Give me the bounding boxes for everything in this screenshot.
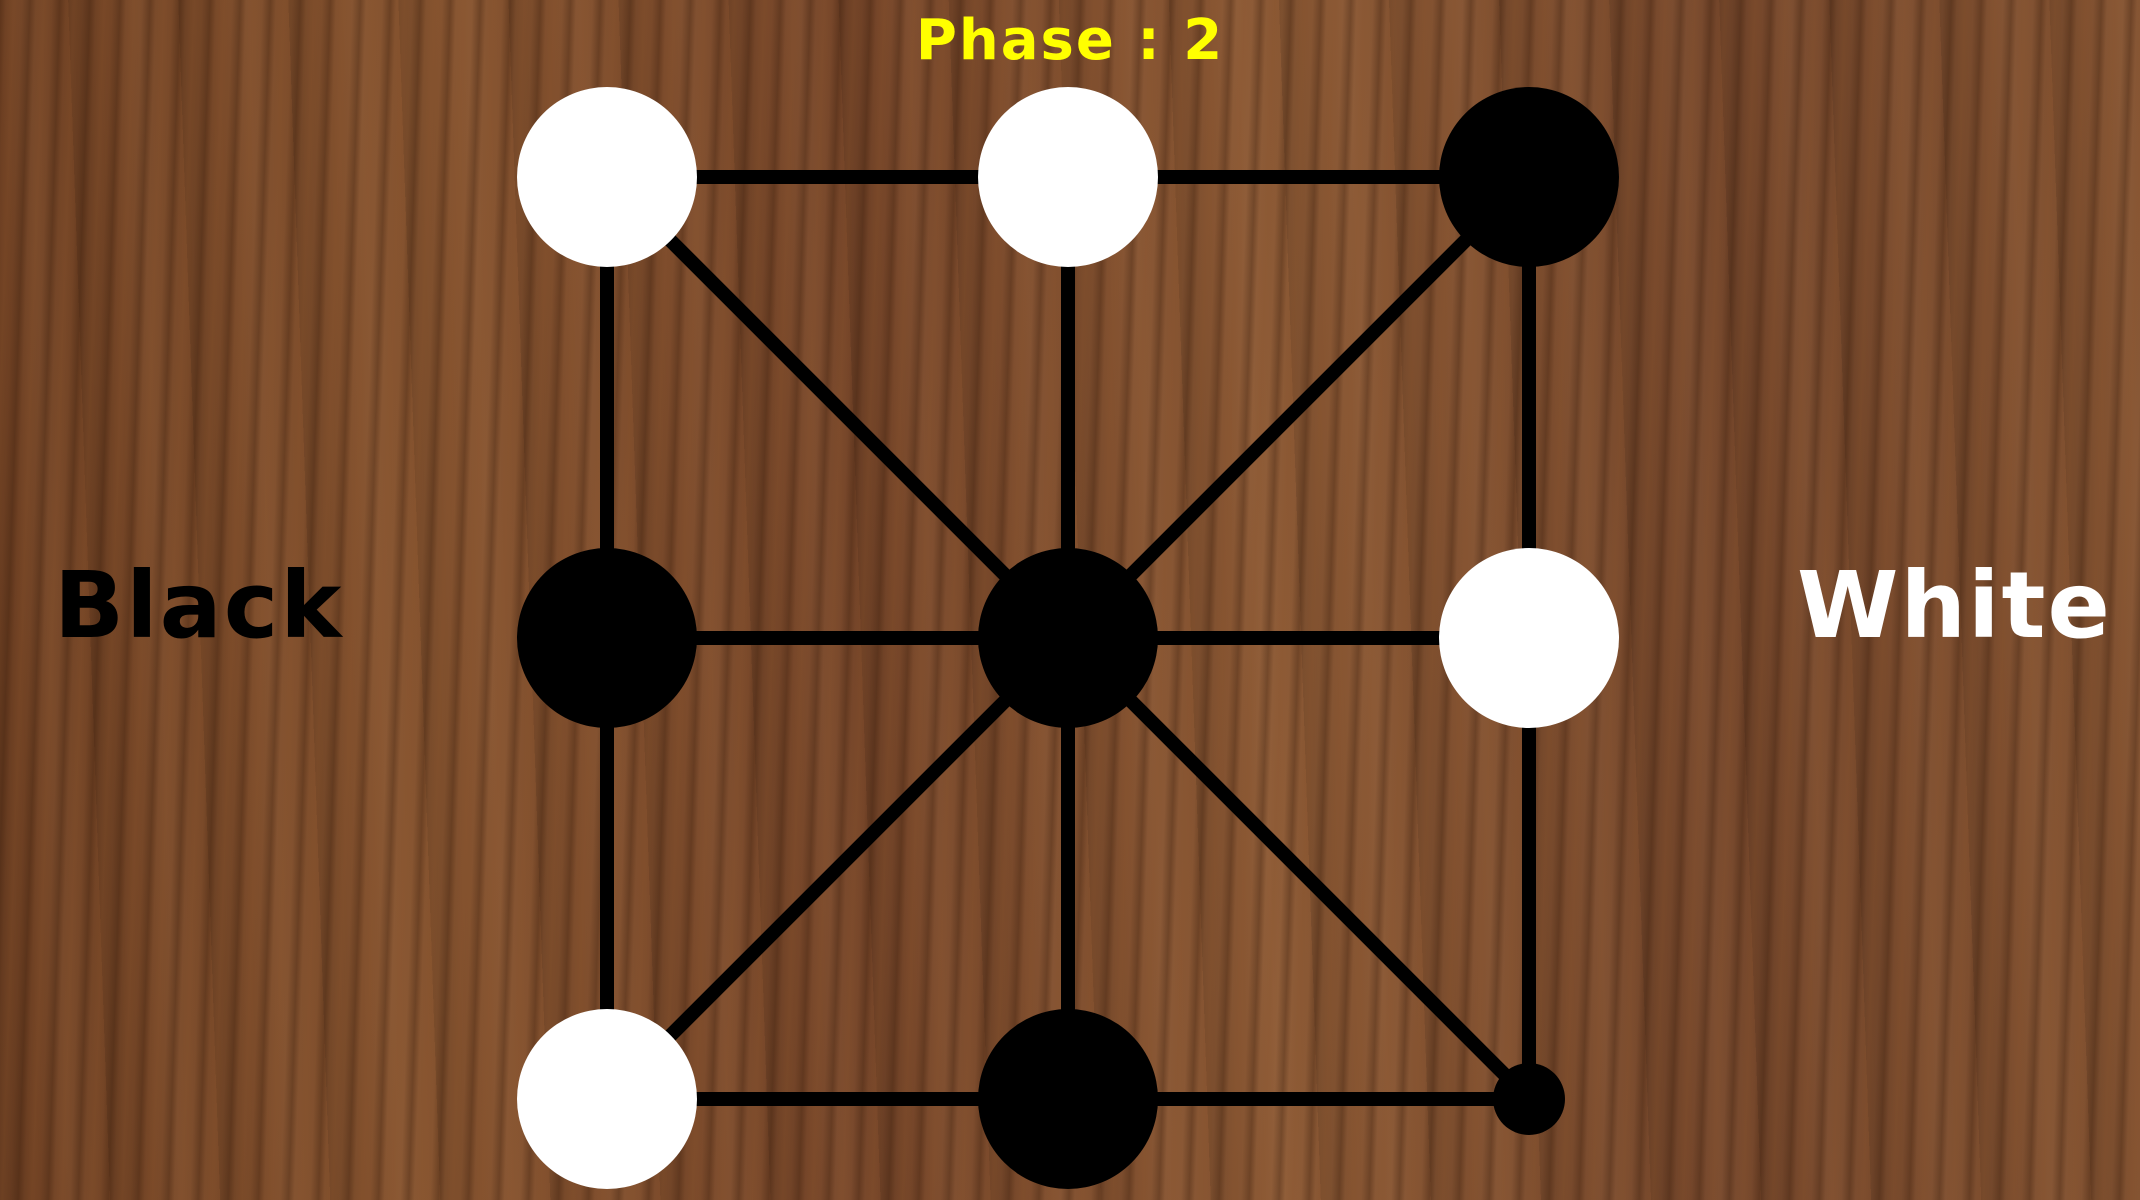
white-piece-r0c0[interactable]: [517, 87, 697, 267]
black-piece-r1c1[interactable]: [978, 548, 1158, 728]
phase-indicator: Phase : 2: [915, 8, 1225, 73]
black-piece-r1c0[interactable]: [517, 548, 697, 728]
white-piece-r1c2[interactable]: [1439, 548, 1619, 728]
white-piece-r0c1[interactable]: [978, 87, 1158, 267]
board-point-empty-r2c2[interactable]: [1493, 1063, 1565, 1135]
white-piece-r2c0[interactable]: [517, 1009, 697, 1189]
board-points: [517, 87, 1619, 1189]
black-piece-r0c2[interactable]: [1439, 87, 1619, 267]
player-white-label: White: [1797, 552, 2112, 659]
black-piece-r2c1[interactable]: [978, 1009, 1158, 1189]
player-black-label: Black: [54, 552, 344, 659]
